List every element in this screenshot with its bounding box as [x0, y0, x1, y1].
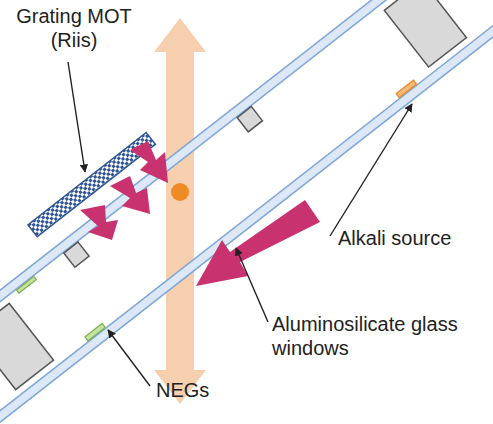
part-label: Grating MOT (Riis) — [4, 4, 144, 52]
atom-cloud — [171, 183, 189, 201]
laser-beam — [154, 18, 206, 404]
leader-line — [236, 248, 268, 322]
leader-line — [330, 104, 412, 236]
mot-beams — [80, 141, 320, 286]
part-label: Aluminosilicate glass windows — [272, 312, 472, 360]
part-label: Alkali source — [338, 226, 488, 250]
leader-line — [68, 62, 85, 172]
part-label: NEGs — [156, 378, 256, 402]
leader-line — [108, 330, 150, 386]
